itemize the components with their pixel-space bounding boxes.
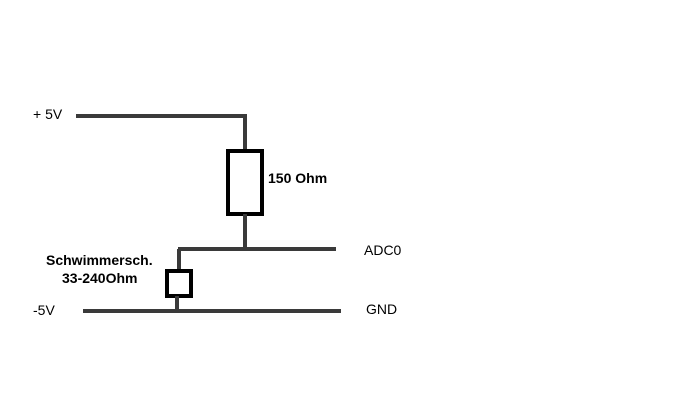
resistor-150-ohm bbox=[226, 149, 264, 216]
sensor-name-label: Schwimmersch. bbox=[46, 252, 153, 268]
sensor-range-label: 33-240Ohm bbox=[62, 270, 138, 286]
positive-supply-label: + 5V bbox=[33, 106, 63, 122]
resistor-value-label: 150 Ohm bbox=[268, 170, 328, 186]
ground-label: GND bbox=[366, 301, 398, 317]
float-sensor-resistor bbox=[165, 269, 193, 298]
positive-supply-wire bbox=[76, 114, 247, 151]
adc-output-label: ADC0 bbox=[364, 242, 402, 258]
negative-supply-label: -5V bbox=[33, 302, 55, 318]
